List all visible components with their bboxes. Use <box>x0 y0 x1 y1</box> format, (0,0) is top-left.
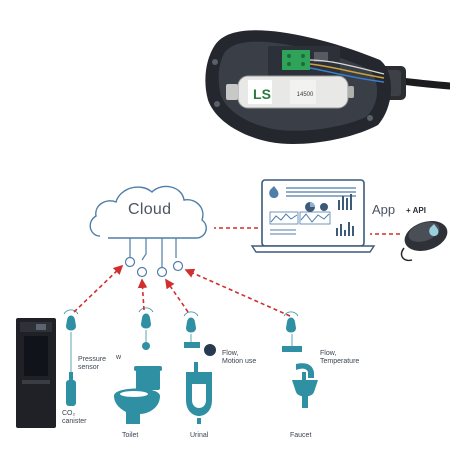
battery-brand-text: LS <box>253 86 271 102</box>
pressure-sensor-text: Pressure sensor <box>78 356 107 371</box>
battery-model-text: 14500 <box>297 92 314 98</box>
faucet-icon <box>292 363 318 408</box>
water-dispenser <box>16 318 56 428</box>
cloud-icon <box>89 185 207 239</box>
app-label: App <box>372 202 395 217</box>
toilet-label: Toilet <box>122 432 139 439</box>
urinal-icon <box>186 362 212 424</box>
cloud-nodes <box>124 256 184 278</box>
sensor-pin-dispenser <box>63 309 79 372</box>
cloud-node-3 <box>156 266 168 278</box>
co2-canister-label: CO₂ canister <box>62 410 87 426</box>
cloud-label: Cloud <box>128 201 172 218</box>
toilet-icon <box>114 366 162 424</box>
laptop-icon <box>250 179 376 253</box>
key-fob-icon <box>400 221 448 262</box>
battery: LS 14500 <box>226 75 354 109</box>
data-flow-arrows <box>73 227 400 317</box>
faucet-sensor-text: Flow, Temperature <box>320 350 360 365</box>
urinal-sensor-text: Flow, Motion use <box>222 350 257 365</box>
co2-canister-text: CO₂ canister <box>62 410 87 425</box>
faucet-sensor-label: Flow, Temperature <box>320 350 359 366</box>
sensor-pin-faucet <box>282 311 302 352</box>
pressure-sensor-label: Pressure sensor <box>78 356 106 372</box>
dispenser-prefix-label: w <box>116 354 122 361</box>
faucet-label: Faucet <box>290 432 312 439</box>
arrow-toilet-to-cloud <box>137 278 148 311</box>
arrow-urinal-to-cloud <box>165 278 189 313</box>
api-label: + API <box>406 206 426 215</box>
arrow-dispenser-to-cloud <box>73 264 124 313</box>
cloud-node-4 <box>172 260 184 272</box>
cloud-node-1 <box>124 256 136 268</box>
urinal-label: Urinal <box>190 432 209 439</box>
arrow-faucet-to-cloud <box>184 268 291 317</box>
sensor-pin-urinal <box>183 311 216 356</box>
urinal-sensor-label: Flow, Motion use <box>222 350 256 366</box>
sensor-pin-toilet <box>138 307 154 350</box>
co2-canister-icon <box>66 372 76 406</box>
cloud-node-2 <box>136 266 148 278</box>
sensor-enclosure: LS 14500 <box>205 30 450 145</box>
